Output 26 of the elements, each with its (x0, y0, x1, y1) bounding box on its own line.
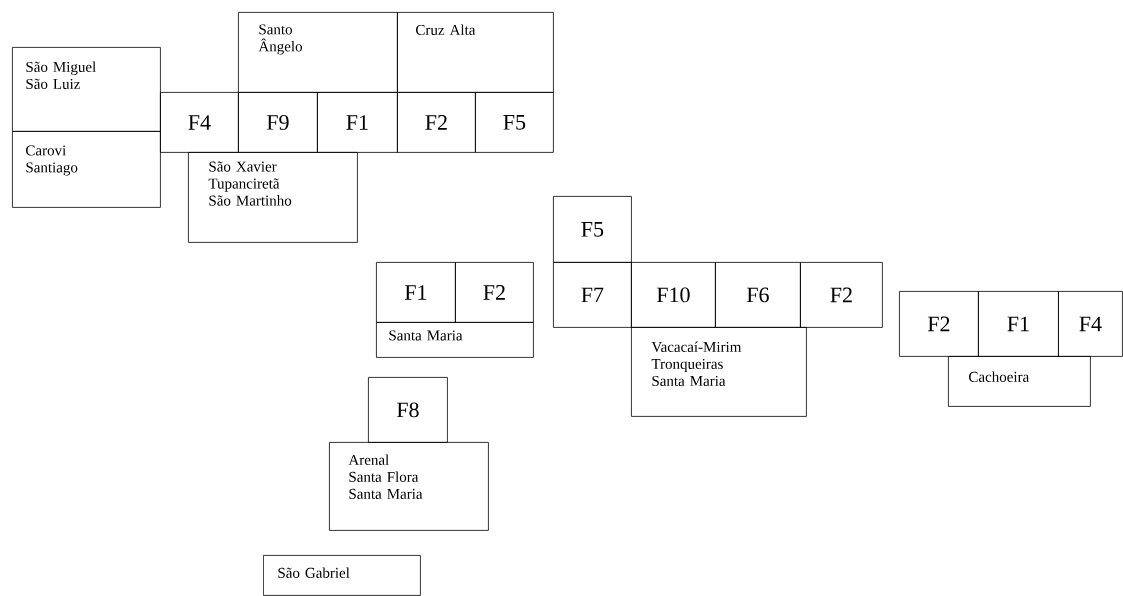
code-box: F1 (376, 262, 456, 323)
code-box: F6 (715, 262, 801, 328)
place-box: Carovi Santiago (12, 131, 161, 208)
code-box: F7 (553, 262, 632, 328)
code-box: F2 (455, 262, 534, 323)
code-box: F8 (368, 377, 448, 443)
code-box: F4 (160, 92, 239, 153)
code-box: F4 (1058, 291, 1123, 357)
place-box: São Miguel São Luiz (12, 47, 161, 132)
code-box: F2 (397, 92, 476, 153)
code-box: F5 (475, 92, 554, 153)
code-box: F2 (800, 262, 883, 328)
place-box: Vacacaí-Mirim Tronqueiras Santa Maria (631, 327, 807, 417)
place-box: Santa Maria (376, 322, 534, 358)
place-box: São Gabriel (263, 555, 421, 596)
code-box: F1 (978, 291, 1059, 357)
code-box: F10 (631, 262, 716, 328)
place-box: São Xavier Tupanciretã São Martinho (188, 152, 358, 243)
code-box: F1 (317, 92, 398, 153)
code-box: F9 (238, 92, 318, 153)
code-box: F5 (553, 196, 632, 263)
code-box: F2 (899, 291, 979, 357)
place-box: Arenal Santa Flora Santa Maria (329, 442, 489, 531)
place-box: Santo Ângelo (238, 12, 398, 93)
place-box: Cachoeira (948, 356, 1091, 407)
place-box: Cruz Alta (397, 12, 554, 93)
